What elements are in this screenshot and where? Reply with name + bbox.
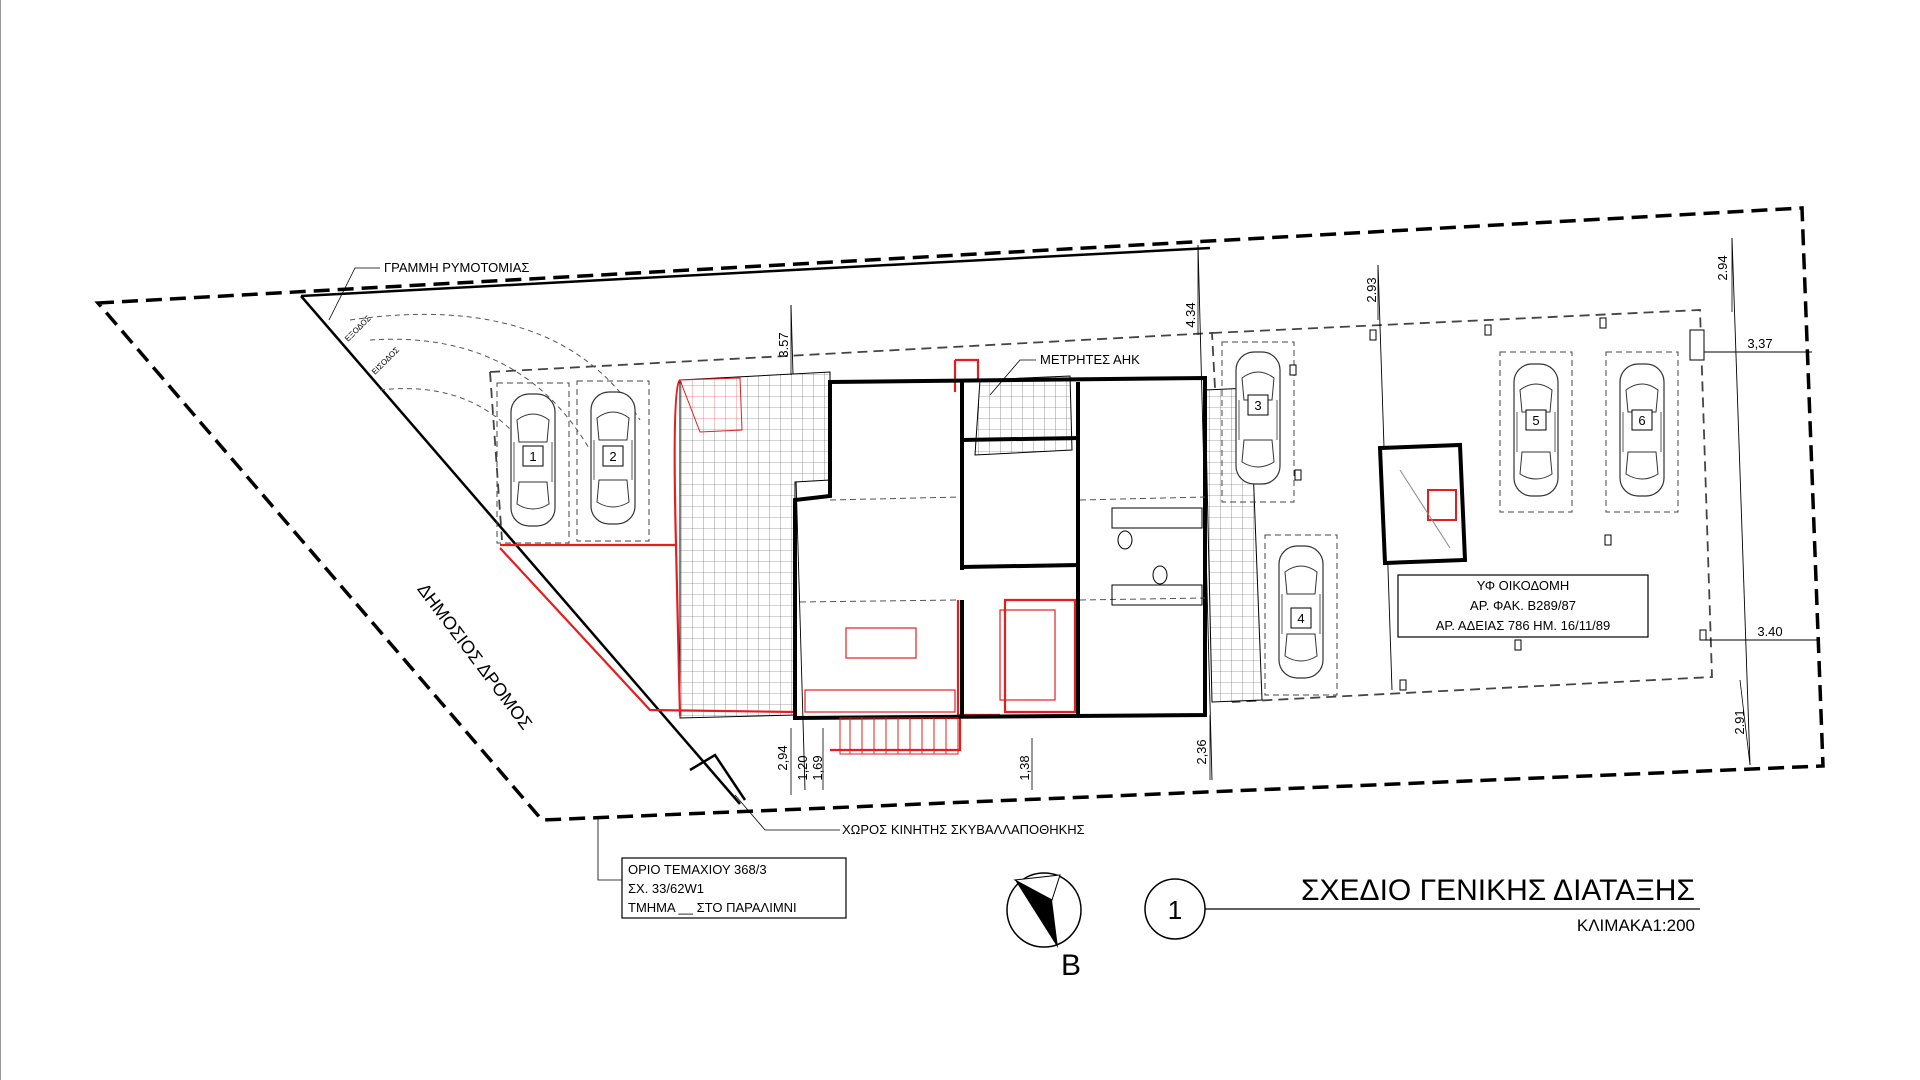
drawing-title: ΣΧΕΔΙΟ ΓΕΝΙΚΗΣ ΔΙΑΤΑΞΗΣ — [1301, 874, 1695, 907]
column-markers — [1289, 317, 1707, 691]
entrance-stairs — [839, 717, 959, 755]
meters-label: ΜΕΤΡΗΤΕΣ ΑΗΚ — [1040, 352, 1140, 367]
dim-2-91: 2.91 — [1732, 709, 1747, 734]
public-road-label: ΔΗΜΟΣΙΟΣ ΔΡΟΜΟΣ — [413, 580, 536, 734]
plot-boundary — [94, 206, 1825, 822]
existing-building-line2: ΑΡ. ΦΑΚ. Β289/87 — [1470, 598, 1576, 613]
exit-label: ΕΞΟΔΟΣ — [343, 314, 373, 344]
dim-1-69: 1,69 — [810, 755, 825, 780]
parking-number-6: 6 — [1638, 413, 1645, 428]
plot-info-box: ΟΡΙΟ ΤΕΜΑΧΙΟΥ 368/3 ΣΧ. 33/62W1 ΤΜΗΜΑ __… — [597, 818, 847, 919]
parking-bays — [496, 341, 1679, 696]
proposed-building-walls — [793, 375, 1207, 721]
road-alignment-line — [300, 246, 1211, 805]
dim-1-20: 1,20 — [795, 755, 810, 780]
dim-3-40: 3.40 — [1757, 624, 1782, 639]
terrace-paving — [679, 371, 1263, 719]
dim-2-94-bottom: 2,94 — [775, 745, 790, 770]
dim-1-38: 1,38 — [1017, 755, 1032, 780]
parking-number-3: 3 — [1254, 398, 1261, 413]
title-block: 1 ΣΧΕΔΙΟ ΓΕΝΙΚΗΣ ΔΙΑΤΑΞΗΣ ΚΛΙΜΑΚΑ1:200 — [1144, 874, 1700, 940]
parking-number-tags: 1 2 3 4 5 6 — [522, 394, 1653, 629]
dimension-lines — [790, 238, 1751, 795]
plot-info-line3: ΤΜΗΜΑ __ ΣΤΟ ΠΑΡΑΛΙΜΝΙ — [628, 900, 797, 915]
north-arrow-letter: B — [1061, 949, 1081, 982]
existing-building-line1: ΥΦ ΟΙΚΟΔΟΜΗ — [1477, 578, 1570, 593]
road-line-label: ΓΡΑΜΜΗ ΡΥΜΟΤΟΜΙΑΣ — [384, 260, 529, 275]
drawing-number: 1 — [1168, 895, 1182, 925]
dim-3-37: 3,37 — [1747, 336, 1772, 351]
bathroom-fixtures — [1111, 507, 1203, 606]
parking-number-2: 2 — [609, 449, 616, 464]
drawing-scale: ΚΛΙΜΑΚΑ1:200 — [1577, 916, 1695, 935]
bin-area-label: ΧΩΡΟΣ ΚΙΝΗΤΗΣ ΣΚΥΒΑΛΛΑΠΟΘΗΚΗΣ — [842, 822, 1085, 837]
vehicle-entry-arcs — [349, 313, 641, 451]
dim-2-93: 2.93 — [1364, 277, 1379, 302]
dim-3-57: 3.57 — [776, 332, 791, 357]
structural-grid-lines — [790, 237, 1820, 791]
parking-number-1: 1 — [529, 449, 536, 464]
existing-building-label: ΥΦ ΟΙΚΟΔΟΜΗ ΑΡ. ΦΑΚ. Β289/87 ΑΡ. ΑΔΕΙΑΣ … — [1397, 574, 1649, 638]
interior-dashed-lines — [799, 496, 1206, 603]
plot-info-line1: ΟΡΙΟ ΤΕΜΑΧΙΟΥ 368/3 — [628, 862, 767, 877]
existing-building-line3: ΑΡ. ΑΔΕΙΑΣ 786 ΗΜ. 16/11/89 — [1436, 618, 1611, 633]
car-3 — [1235, 351, 1281, 485]
existing-stair-core — [1377, 442, 1468, 566]
drawing-frame-edge — [0, 0, 1, 1080]
north-arrow: B — [1006, 872, 1082, 982]
kitchen-furniture — [804, 609, 1056, 713]
parking-number-5: 5 — [1532, 413, 1539, 428]
plot-info-line2: ΣΧ. 33/62W1 — [628, 881, 704, 896]
bin-area — [689, 753, 747, 801]
dim-2-36: 2,36 — [1194, 739, 1209, 764]
parking-number-4: 4 — [1297, 611, 1304, 626]
dimension-labels: 3.57 4.34 2.93 2.94 3,37 3.40 2.91 2,94 … — [775, 255, 1783, 780]
entry-label: ΕΙΣΟΔΟΣ — [370, 345, 401, 376]
dim-4-34: 4.34 — [1183, 302, 1198, 327]
dim-2-94-top: 2.94 — [1715, 255, 1730, 280]
